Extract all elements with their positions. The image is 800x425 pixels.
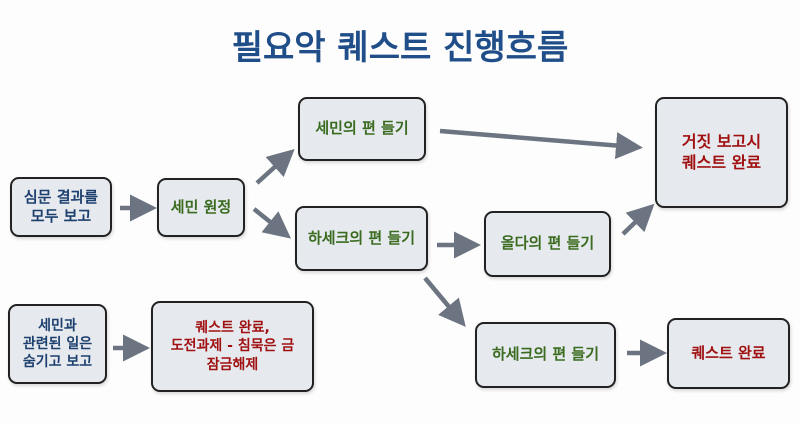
arrow-hasek-to-hasek2: [423, 276, 466, 327]
node-side-olda: 올다의 편 들기: [484, 211, 611, 277]
node-complete-challenge: 퀘스트 완료, 도전과제 - 침묵은 금 잠금해제: [151, 301, 314, 392]
arrow-olda-to-false-report: [621, 203, 655, 236]
arrow-semin-to-false-report: [439, 128, 643, 159]
node-hide-semin-report: 세민과 관련된 일은 숨기고 보고: [8, 304, 107, 384]
node-report-all: 심문 결과를 모두 보고: [10, 177, 112, 237]
arrow-expedition-to-hasek: [252, 207, 292, 239]
node-side-semin: 세민의 편 들기: [298, 97, 426, 161]
node-side-hasek-2: 하세크의 편 들기: [475, 322, 616, 388]
node-quest-complete: 퀘스트 완료: [667, 318, 790, 389]
page-title: 필요악 퀘스트 진행흐름: [231, 28, 569, 68]
arrow-expedition-to-semin: [255, 148, 295, 185]
node-side-hasek: 하세크의 편 들기: [295, 206, 428, 271]
node-semin-expedition: 세민 원정: [157, 178, 245, 237]
node-false-report-complete: 거짓 보고시 퀘스트 완료: [655, 97, 788, 208]
